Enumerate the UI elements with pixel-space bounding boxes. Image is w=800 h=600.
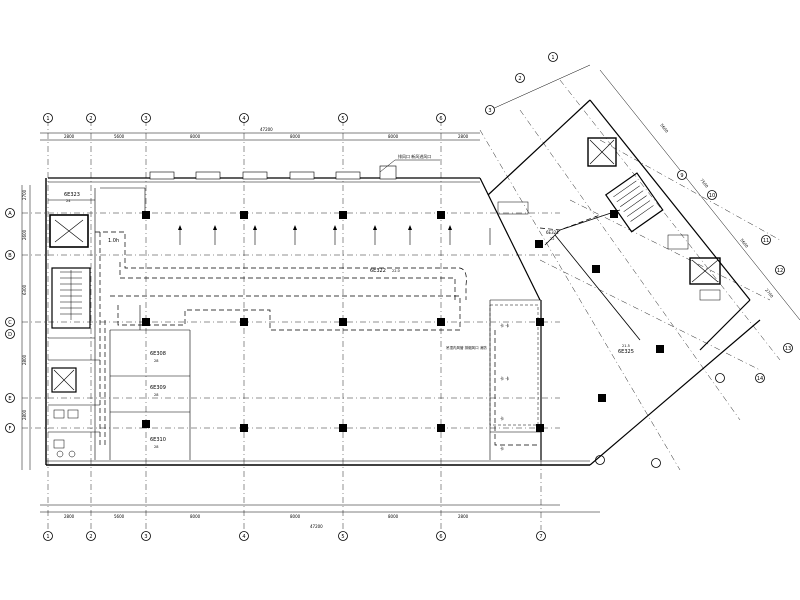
dim-bot-1: 2800: [64, 514, 75, 519]
dim-left-3: 6300: [22, 284, 27, 295]
axis-top-1: 1: [46, 116, 49, 122]
elevator-left-lower: [51, 367, 77, 393]
structural-columns: [142, 210, 664, 432]
room-r1-area: 24: [66, 199, 71, 203]
room-r324-area: 22: [550, 237, 554, 241]
grid-bubbles-bottom: 1 2 3 4 5 6 7: [43, 531, 546, 541]
ductwork: [95, 214, 601, 446]
dim-diag-1: 5600: [659, 123, 669, 134]
room-main-name: 6E322: [370, 268, 386, 274]
flow-label: 1.0h: [108, 238, 119, 244]
axis-left-c: C: [8, 320, 12, 326]
axis-diag-10: 10: [709, 193, 715, 199]
axis-diag-9: 9: [680, 173, 683, 179]
axis-diag-top-2: 2: [518, 76, 521, 82]
axis-bot-2: 2: [89, 534, 92, 540]
dim-bottom-total: 47200: [310, 524, 323, 529]
elevator-shaft-left: [49, 214, 89, 248]
stair-wing: [604, 172, 664, 233]
annotations: 排风口 新风进风口 1.0h 吊顶内风管 排烟风口 消防 卡 卡 卡 卡 卡 卡: [108, 153, 509, 451]
partitions: [48, 187, 541, 460]
room-r324-name: 6E324: [546, 230, 559, 235]
axis-bot-7: 7: [539, 534, 542, 540]
axis-diag-14: 14: [757, 376, 763, 382]
room-r325-area: 21.5: [622, 344, 630, 348]
stack-label-2: 卡 卡: [500, 375, 509, 381]
grid-bubbles-diag: 1 2 3 9 10 11 12 13 14: [485, 52, 793, 468]
room-r325-name: 6E325: [618, 349, 634, 355]
room-r309-area: 28: [154, 393, 158, 397]
fixtures: [53, 201, 721, 458]
axis-left-f: F: [9, 426, 12, 432]
outer-walls: [45, 99, 761, 466]
dim-bot-3: 8000: [190, 514, 201, 519]
note-right: 吊顶内风管 排烟风口 消防: [446, 345, 487, 350]
axis-top-3: 3: [144, 116, 147, 122]
axis-bot-5: 5: [341, 534, 344, 540]
dim-diag-2: 7500: [699, 178, 709, 189]
dim-top-6: 2800: [458, 134, 469, 139]
window-units: [149, 165, 397, 180]
axis-top-2: 2: [89, 116, 92, 122]
dimension-texts: 47200 2800 5600 8000 8000 8000 2800 2800…: [22, 123, 775, 529]
dim-top-total: 47200: [260, 127, 273, 132]
dim-left-1: 2700: [22, 189, 27, 200]
room-labels: 6E323 24 6E322 22.0 6E308 28 6E309 28 6E…: [64, 192, 634, 449]
axis-diag-11: 11: [763, 238, 769, 244]
axis-top-6: 6: [439, 116, 442, 122]
dimension-lines: [21, 64, 800, 513]
dim-diag-3: 5600: [739, 238, 749, 249]
dim-bot-6: 2800: [458, 514, 469, 519]
stack-label-3: 卡: [500, 415, 504, 421]
feature-stair: [489, 304, 539, 426]
axis-left-d: D: [8, 332, 12, 338]
grid-bubbles-left: A B C D E F: [5, 208, 15, 433]
room-r310-area: 28: [154, 445, 158, 449]
dim-top-3: 8000: [190, 134, 201, 139]
dim-top-1: 2800: [64, 134, 75, 139]
axis-top-4: 4: [242, 116, 245, 122]
axis-diag-top-3: 3: [488, 108, 491, 114]
axis-diag-12: 12: [777, 268, 783, 274]
axis-top-5: 5: [341, 116, 344, 122]
elevator-wing-bottom: [689, 257, 721, 285]
dim-diag-4: 2700: [764, 288, 774, 299]
room-r308-name: 6E308: [150, 351, 166, 357]
dim-left-4: 2800: [22, 354, 27, 365]
stair-left: [51, 267, 91, 329]
dim-bot-2: 5600: [114, 514, 125, 519]
dim-bot-4: 8000: [290, 514, 301, 519]
stack-label-1: 卡 卡: [500, 322, 509, 328]
dim-left-5: 2800: [22, 409, 27, 420]
axis-bot-4: 4: [242, 534, 245, 540]
axis-bot-6: 6: [439, 534, 442, 540]
elevator-wing-top: [587, 137, 617, 167]
room-r1-name: 6E323: [64, 192, 80, 198]
axis-bot-1: 1: [46, 534, 49, 540]
grid-bubbles-top: 1 2 3 4 5 6: [43, 113, 446, 123]
axis-bot-3: 3: [144, 534, 147, 540]
room-r308-area: 28: [154, 359, 158, 363]
room-main-area: 22.0: [392, 269, 400, 273]
stack-label-4: 卡: [500, 445, 504, 451]
dim-top-2: 5600: [114, 134, 125, 139]
dim-left-2: 2600: [22, 229, 27, 240]
grid-lines: [22, 79, 781, 530]
dim-top-4: 8000: [290, 134, 301, 139]
dim-bot-5: 8000: [388, 514, 399, 519]
note-top: 排风口 新风进风口: [398, 153, 431, 159]
axis-diag-13: 13: [785, 346, 791, 352]
axis-left-a: A: [8, 211, 12, 217]
axis-diag-top-1: 1: [551, 55, 554, 61]
dim-top-5: 8000: [388, 134, 399, 139]
axis-left-e: E: [8, 396, 11, 402]
room-r310-name: 6E310: [150, 437, 166, 443]
axis-left-b: B: [8, 253, 12, 259]
room-r309-name: 6E309: [150, 385, 166, 391]
